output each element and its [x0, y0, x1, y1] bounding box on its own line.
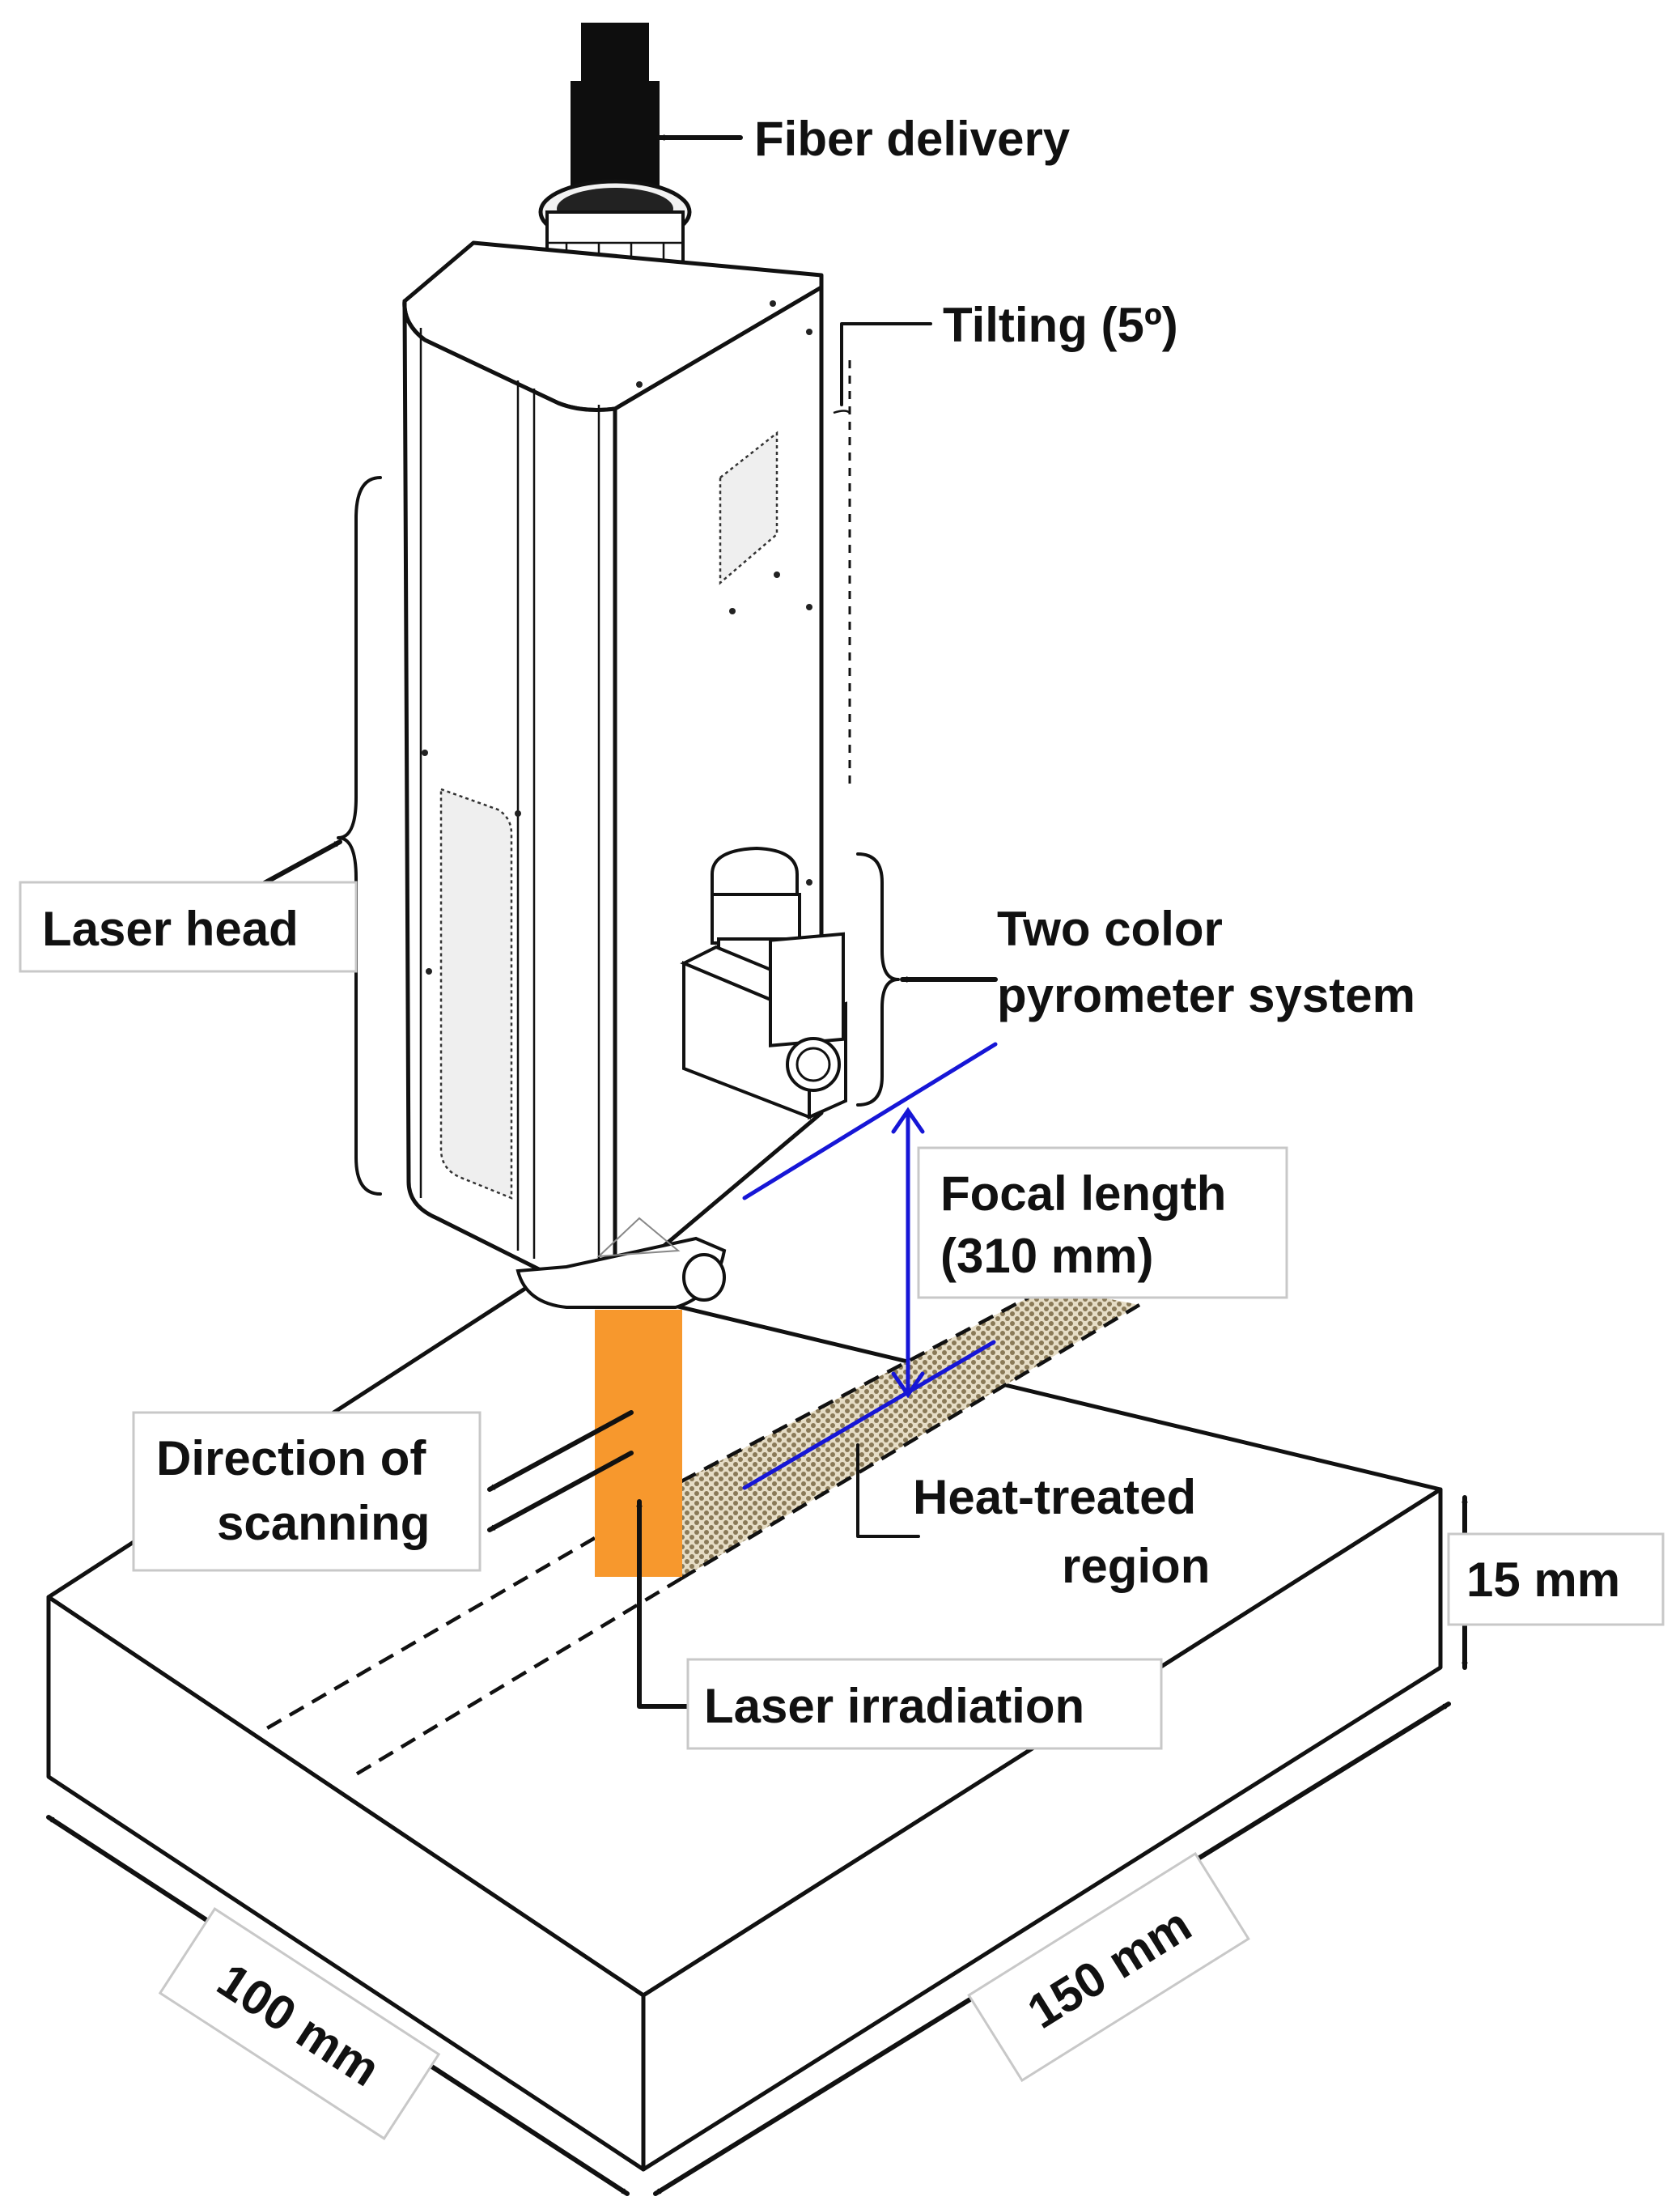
laser-irradiation-callout: Laser irradiation	[686, 1658, 1163, 1750]
focal-reference-lower	[742, 1340, 996, 1490]
track-dashed-line-region-back	[680, 1285, 1050, 1483]
laser-irradiation-label: Laser irradiation	[704, 1679, 1084, 1733]
side-window-right	[719, 431, 778, 585]
focal-length-callout: Focal length (310 mm)	[917, 1146, 1288, 1299]
thickness-callout: 15 mm	[1447, 1532, 1665, 1626]
pyrometer-brace	[856, 852, 900, 1107]
side-window-left	[439, 788, 513, 1200]
focal-length-label-line1: Focal length	[940, 1166, 1226, 1221]
laser-head-callout: Laser head	[19, 881, 358, 973]
laser-head-brace	[337, 476, 382, 1196]
pyrometer-label-line1: Two color	[997, 902, 1223, 956]
direction-label-line1: Direction of	[156, 1431, 426, 1485]
tilting-label: Tilting (5º)	[943, 298, 1178, 352]
track-dashed-line-front	[350, 1577, 683, 1778]
laser-head-label: Laser head	[42, 902, 299, 956]
thickness-label: 15 mm	[1466, 1553, 1620, 1607]
focal-reference-upper	[742, 1042, 998, 1200]
focal-length-label-line2: (310 mm)	[940, 1229, 1153, 1283]
track-dashed-line-region-front	[680, 1303, 1141, 1580]
pyrometer-label-line2: pyrometer system	[997, 968, 1415, 1022]
tilt-arc	[833, 410, 851, 414]
heat-treated-label-line2: region	[1062, 1539, 1210, 1593]
track-dashed-line-back	[265, 1536, 596, 1730]
direction-label-line2: scanning	[217, 1496, 430, 1550]
heat-treated-region	[681, 1287, 1139, 1578]
heat-treated-label-line1: Heat-treated	[913, 1470, 1196, 1524]
fiber-delivery-label: Fiber delivery	[754, 112, 1071, 166]
pyrometer	[680, 846, 847, 1120]
laser-head-body	[402, 240, 824, 1309]
direction-callout: Direction of scanning	[132, 1411, 482, 1572]
